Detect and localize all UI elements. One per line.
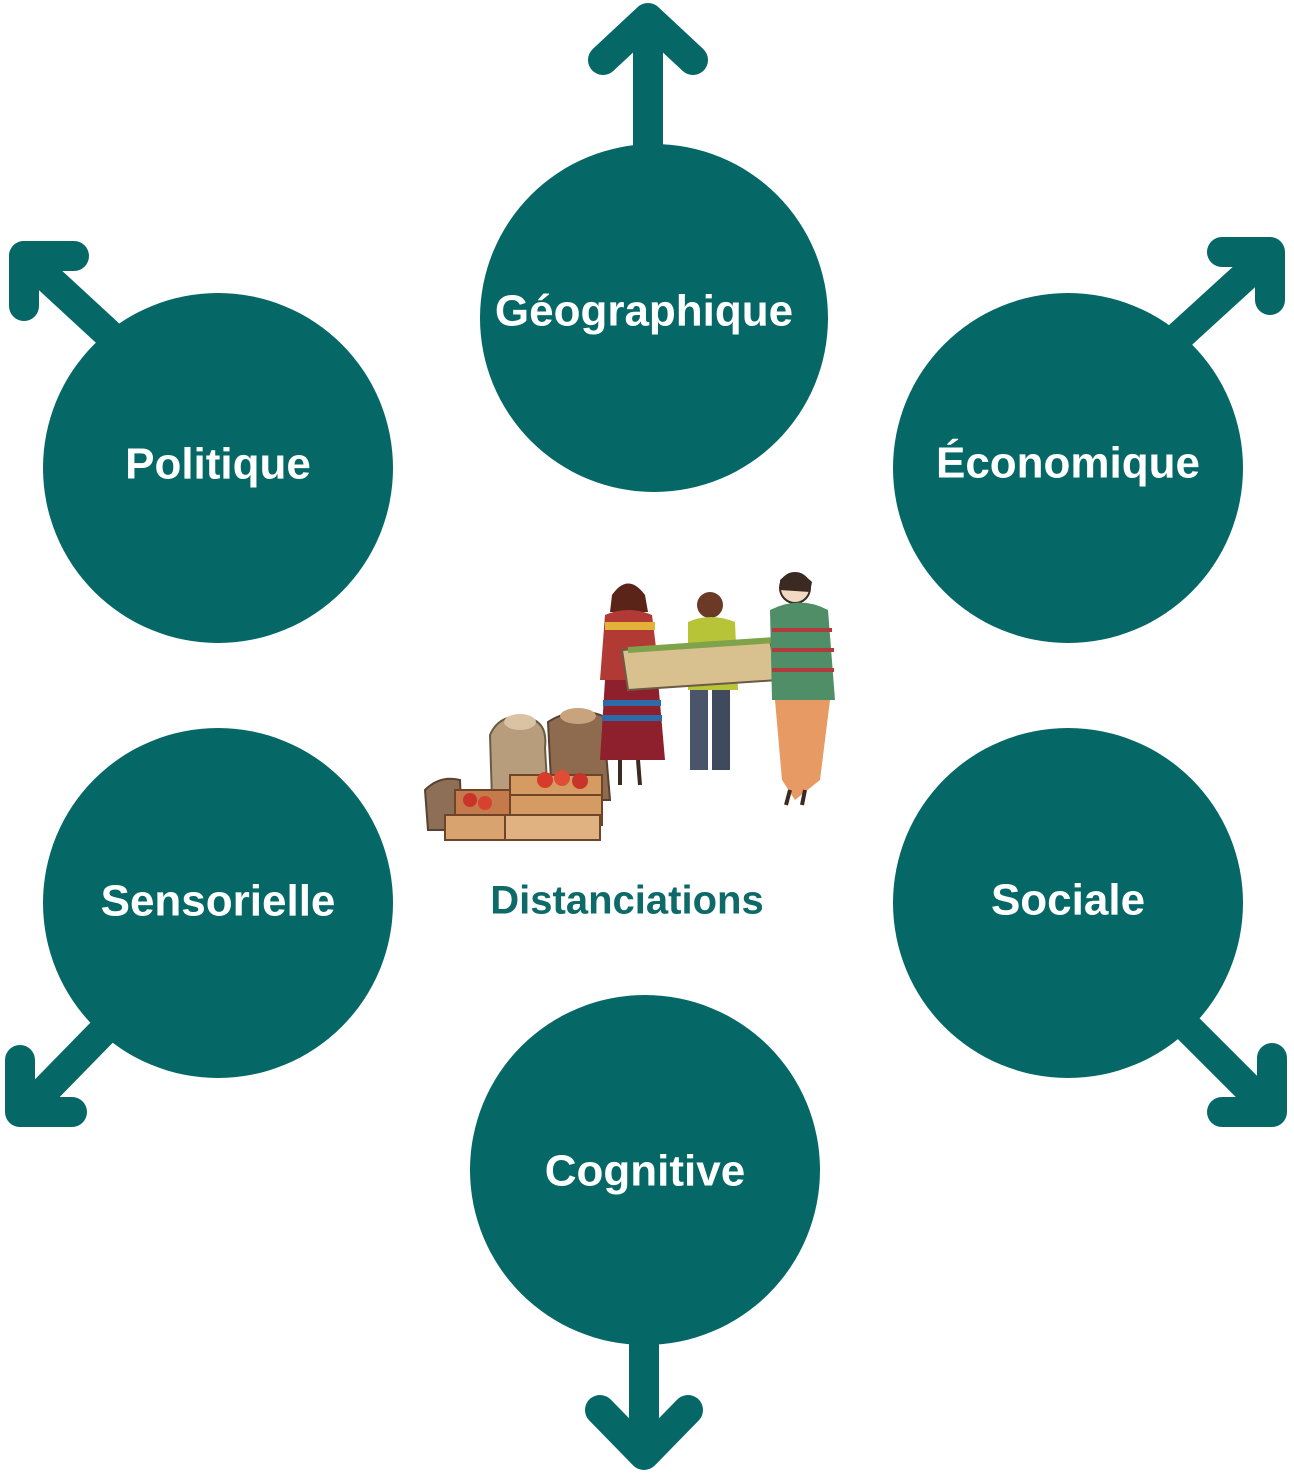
node-sensorielle: Sensorielle <box>43 728 393 1078</box>
arrow-sociale-icon <box>1165 1005 1287 1127</box>
market-people-with-produce-crates-illustration <box>423 572 835 841</box>
node-sociale: Sociale <box>893 728 1243 1078</box>
arrow-sensorielle-icon <box>5 1007 127 1127</box>
node-cognitive-label: Cognitive <box>545 1147 745 1196</box>
node-economique-label: Économique <box>936 438 1200 488</box>
node-politique-label: Politique <box>125 440 311 489</box>
node-sociale-label: Sociale <box>991 876 1145 925</box>
arrow-politique-icon <box>9 241 130 355</box>
node-politique: Politique <box>43 293 393 643</box>
node-geographique-label: Géographique <box>495 287 793 336</box>
arrow-geographique-icon <box>588 3 708 175</box>
node-sensorielle-label: Sensorielle <box>101 877 336 926</box>
node-cognitive: Cognitive <box>470 995 820 1345</box>
node-geographique: Géographique <box>480 144 828 492</box>
node-economique: Économique <box>893 293 1243 643</box>
center-label: Distanciations <box>490 879 763 923</box>
arrow-economique-icon <box>1160 237 1285 355</box>
